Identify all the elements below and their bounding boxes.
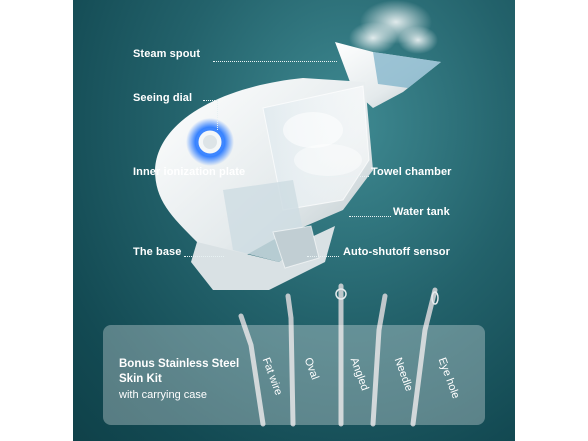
leader-auto-shutoff — [307, 256, 339, 257]
skin-kit-tools — [238, 283, 438, 427]
callout-auto-shutoff-sensor: Auto-shutoff sensor — [343, 246, 451, 258]
callout-steam-spout: Steam spout — [133, 48, 201, 60]
product-panel: Steam spout Seeing dial Inner ionization… — [73, 0, 515, 441]
leader-seeing-dial — [203, 100, 217, 101]
skin-kit-box — [103, 325, 485, 425]
callout-towel-chamber: Towel chamber — [371, 166, 452, 178]
callout-inner-ionization-plate: Inner ionization plate — [133, 166, 246, 178]
leader-seeing-dial-vert — [217, 100, 218, 130]
leader-towel-chamber — [305, 176, 369, 177]
kit-subtitle: with carrying case — [119, 389, 208, 401]
leader-water-tank — [349, 216, 391, 217]
leader-steam-spout — [213, 61, 337, 62]
callout-the-base: The base — [133, 246, 182, 258]
steamer-base — [191, 226, 335, 290]
leader-the-base — [184, 256, 224, 257]
callout-water-tank: Water tank — [393, 206, 450, 218]
callout-seeing-dial: Seeing dial — [133, 92, 193, 104]
facial-steamer-illustration — [155, 0, 441, 427]
kit-title: Bonus Stainless Steel Skin Kit — [119, 358, 240, 385]
